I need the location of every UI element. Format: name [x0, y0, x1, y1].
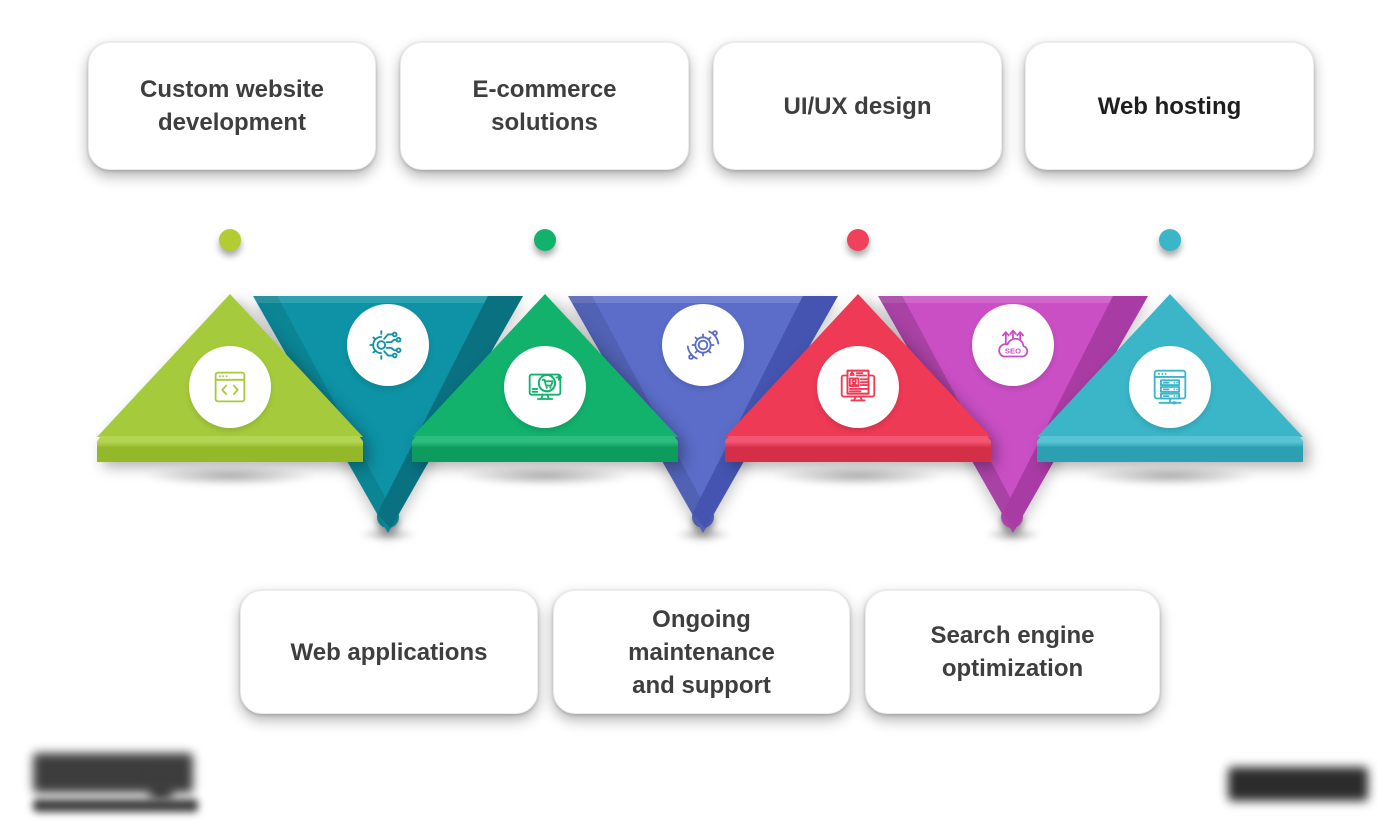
icon-circle — [504, 346, 586, 428]
label-text: Ongoing maintenance and support — [628, 605, 775, 699]
icon-circle — [189, 346, 271, 428]
svg-text:SEO: SEO — [1005, 347, 1021, 356]
ground-shadow — [768, 466, 948, 486]
ground-shadow — [1080, 466, 1260, 486]
redacted-wordmark-bottom-right — [1228, 767, 1368, 801]
gear-process-icon — [686, 330, 720, 360]
triangle-uiux-design — [725, 294, 991, 462]
label-text: E-commerce solutions — [472, 76, 617, 136]
web-content-monitor-icon — [840, 369, 876, 402]
triangle-base-slab — [412, 436, 678, 462]
triangle-top-lip — [878, 296, 1148, 303]
triangle-base-slab — [97, 436, 363, 462]
label-box-web-hosting: Web hosting — [1025, 42, 1314, 170]
label-box-web-applications: Web applications — [240, 590, 538, 714]
browser-code-icon — [214, 371, 246, 403]
redacted-logo-tagline-bar — [33, 799, 198, 812]
ground-shadow — [673, 528, 733, 541]
label-box-search-engine-optimization: Search engine optimization — [865, 590, 1160, 714]
triangle-custom-website-development — [97, 294, 363, 462]
label-text: Custom website development — [139, 76, 325, 136]
gear-circuit-icon — [369, 330, 402, 360]
connector-dot-uiux — [847, 229, 869, 251]
label-box-ecommerce-solutions: E-commerce solutions — [400, 42, 689, 170]
triangle-top-lip — [253, 296, 523, 303]
triangle-web-hosting — [1037, 294, 1303, 462]
icon-circle — [662, 304, 744, 386]
seo-cloud-icon: SEO — [998, 329, 1029, 358]
triangle-ecommerce-solutions — [412, 294, 678, 462]
label-box-custom-website-development: Custom website development — [88, 42, 376, 170]
triangle-top-lip — [568, 296, 838, 303]
ground-shadow — [358, 528, 418, 541]
connector-dot-custom-website — [219, 229, 241, 251]
ground-shadow — [455, 466, 635, 486]
label-text: Search engine optimization — [930, 622, 1095, 682]
label-box-ongoing-maintenance: Ongoing maintenance and support — [553, 590, 850, 714]
ecommerce-monitor-icon — [528, 373, 563, 400]
triangle-base-slab — [1037, 436, 1303, 462]
icon-circle — [1129, 346, 1211, 428]
hosting-server-icon — [1153, 369, 1187, 405]
icon-circle: SEO — [972, 304, 1054, 386]
triangle-base-slab — [725, 436, 991, 462]
ground-shadow — [140, 466, 320, 486]
icon-circle — [347, 304, 429, 386]
label-text: Web hosting — [1097, 92, 1242, 120]
connector-dot-web-hosting — [1159, 229, 1181, 251]
label-text: UI/UX design — [783, 92, 932, 120]
connector-dot-ecommerce — [534, 229, 556, 251]
redacted-logo-descender — [150, 778, 172, 800]
label-box-uiux-design: UI/UX design — [713, 42, 1002, 170]
ground-shadow — [983, 528, 1043, 541]
icon-circle — [817, 346, 899, 428]
label-text: Web applications — [290, 638, 488, 666]
